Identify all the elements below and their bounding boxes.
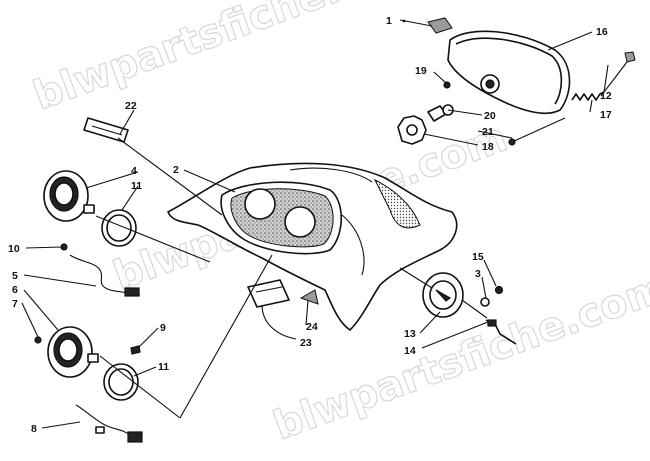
gauge-6-dial [58, 338, 78, 362]
gauge-6-stem [87, 353, 99, 363]
callout-1: 1 [386, 15, 392, 27]
leader-22 [119, 109, 135, 135]
ring-11-upper-inner [106, 214, 132, 242]
callout-24: 24 [306, 321, 318, 333]
leader-2 [183, 169, 236, 193]
callout-3: 3 [475, 268, 481, 280]
gauge-right [422, 272, 517, 345]
callout-2: 2 [173, 164, 179, 176]
harness-8 [75, 404, 133, 437]
leader-12 [600, 61, 628, 97]
leader-6b [99, 355, 181, 419]
leader-15 [483, 259, 497, 287]
leader-11a [121, 185, 139, 211]
callout-5: 5 [12, 270, 18, 282]
callout-17: 17 [600, 109, 612, 121]
bulb-socket-center [485, 79, 495, 89]
grommet-12 [624, 51, 636, 63]
leader-4b [95, 215, 211, 263]
harness-5-plug [124, 287, 140, 297]
hood-rib-2 [341, 214, 365, 276]
screw-19 [443, 81, 451, 89]
bulb-9 [130, 345, 141, 355]
harness-8-plug [127, 431, 143, 443]
callout-labels: 1 2 3 4 5 6 7 8 9 10 11 11 12 13 14 15 1… [8, 15, 612, 435]
leader-20 [447, 109, 483, 116]
leader-19 [433, 71, 448, 85]
callout-11-lower: 11 [158, 361, 169, 373]
callout-13: 13 [404, 328, 416, 340]
callout-4: 4 [131, 165, 137, 177]
decal-23-stripe [255, 286, 283, 293]
hood-rib [289, 167, 373, 183]
leader-10 [25, 246, 63, 249]
leader-22b [117, 137, 223, 216]
leader-3 [481, 276, 487, 299]
decal-22-stripe [91, 125, 123, 136]
leader-17 [589, 99, 593, 113]
leader-23 [261, 304, 297, 340]
hood-edge-shade [373, 178, 421, 229]
cable-14-fitting [487, 319, 497, 327]
gauge-13-needle [435, 289, 452, 302]
screw-7 [34, 336, 42, 344]
watermark-1: blwpartsfiche.com [28, 0, 433, 119]
leader-16 [547, 31, 593, 51]
leader-7 [21, 302, 39, 338]
washer-3 [480, 297, 490, 307]
callout-19: 19 [415, 65, 427, 77]
headlight-lens [455, 37, 563, 105]
callout-15: 15 [472, 251, 484, 263]
dash-panel [83, 117, 458, 331]
leader-8 [41, 421, 81, 429]
leader-6 [23, 289, 59, 331]
callout-12: 12 [600, 90, 612, 102]
callout-9: 9 [160, 322, 166, 334]
gauge-opening-left [244, 188, 276, 220]
gauge-opening-right [284, 206, 316, 238]
nut-15 [494, 285, 504, 295]
retaining-ring-hole [406, 124, 418, 136]
adjust-screw-21 [511, 117, 566, 143]
leader-4 [85, 171, 139, 189]
leader-shaft [399, 267, 433, 289]
leader-5 [23, 274, 97, 287]
callout-8: 8 [31, 423, 37, 435]
leader-9 [137, 327, 159, 349]
leader-6c [179, 254, 273, 419]
callout-22: 22 [125, 100, 137, 112]
reflector-24 [299, 289, 319, 305]
leader-11b [133, 366, 157, 377]
gauge-4-dial [54, 182, 74, 206]
leader-lines [21, 19, 628, 429]
spring-17 [571, 91, 605, 101]
leader-21 [477, 130, 513, 139]
callout-20: 20 [484, 110, 496, 122]
screw-21-head [508, 138, 516, 146]
callout-23: 23 [300, 337, 312, 349]
callout-21: 21 [482, 126, 494, 138]
gauge-4-stem [83, 204, 95, 214]
callout-7: 7 [12, 298, 18, 310]
callout-11-upper: 11 [131, 180, 142, 192]
spring-rod [603, 64, 609, 93]
leader-18 [423, 133, 479, 146]
gauges-left [34, 170, 143, 443]
headlight-bracket [427, 17, 453, 34]
gauge-13-shaft [461, 299, 488, 319]
headlight-assembly [397, 17, 636, 146]
harness-8-socket [95, 426, 105, 434]
callout-14: 14 [404, 345, 416, 357]
leader-13 [419, 311, 441, 334]
leader-24 [305, 299, 309, 326]
callout-18: 18 [482, 141, 494, 153]
callout-6: 6 [12, 284, 18, 296]
callout-10: 10 [8, 243, 20, 255]
decal-23 [247, 279, 290, 308]
callout-16: 16 [596, 26, 608, 38]
leader-14 [421, 321, 489, 349]
